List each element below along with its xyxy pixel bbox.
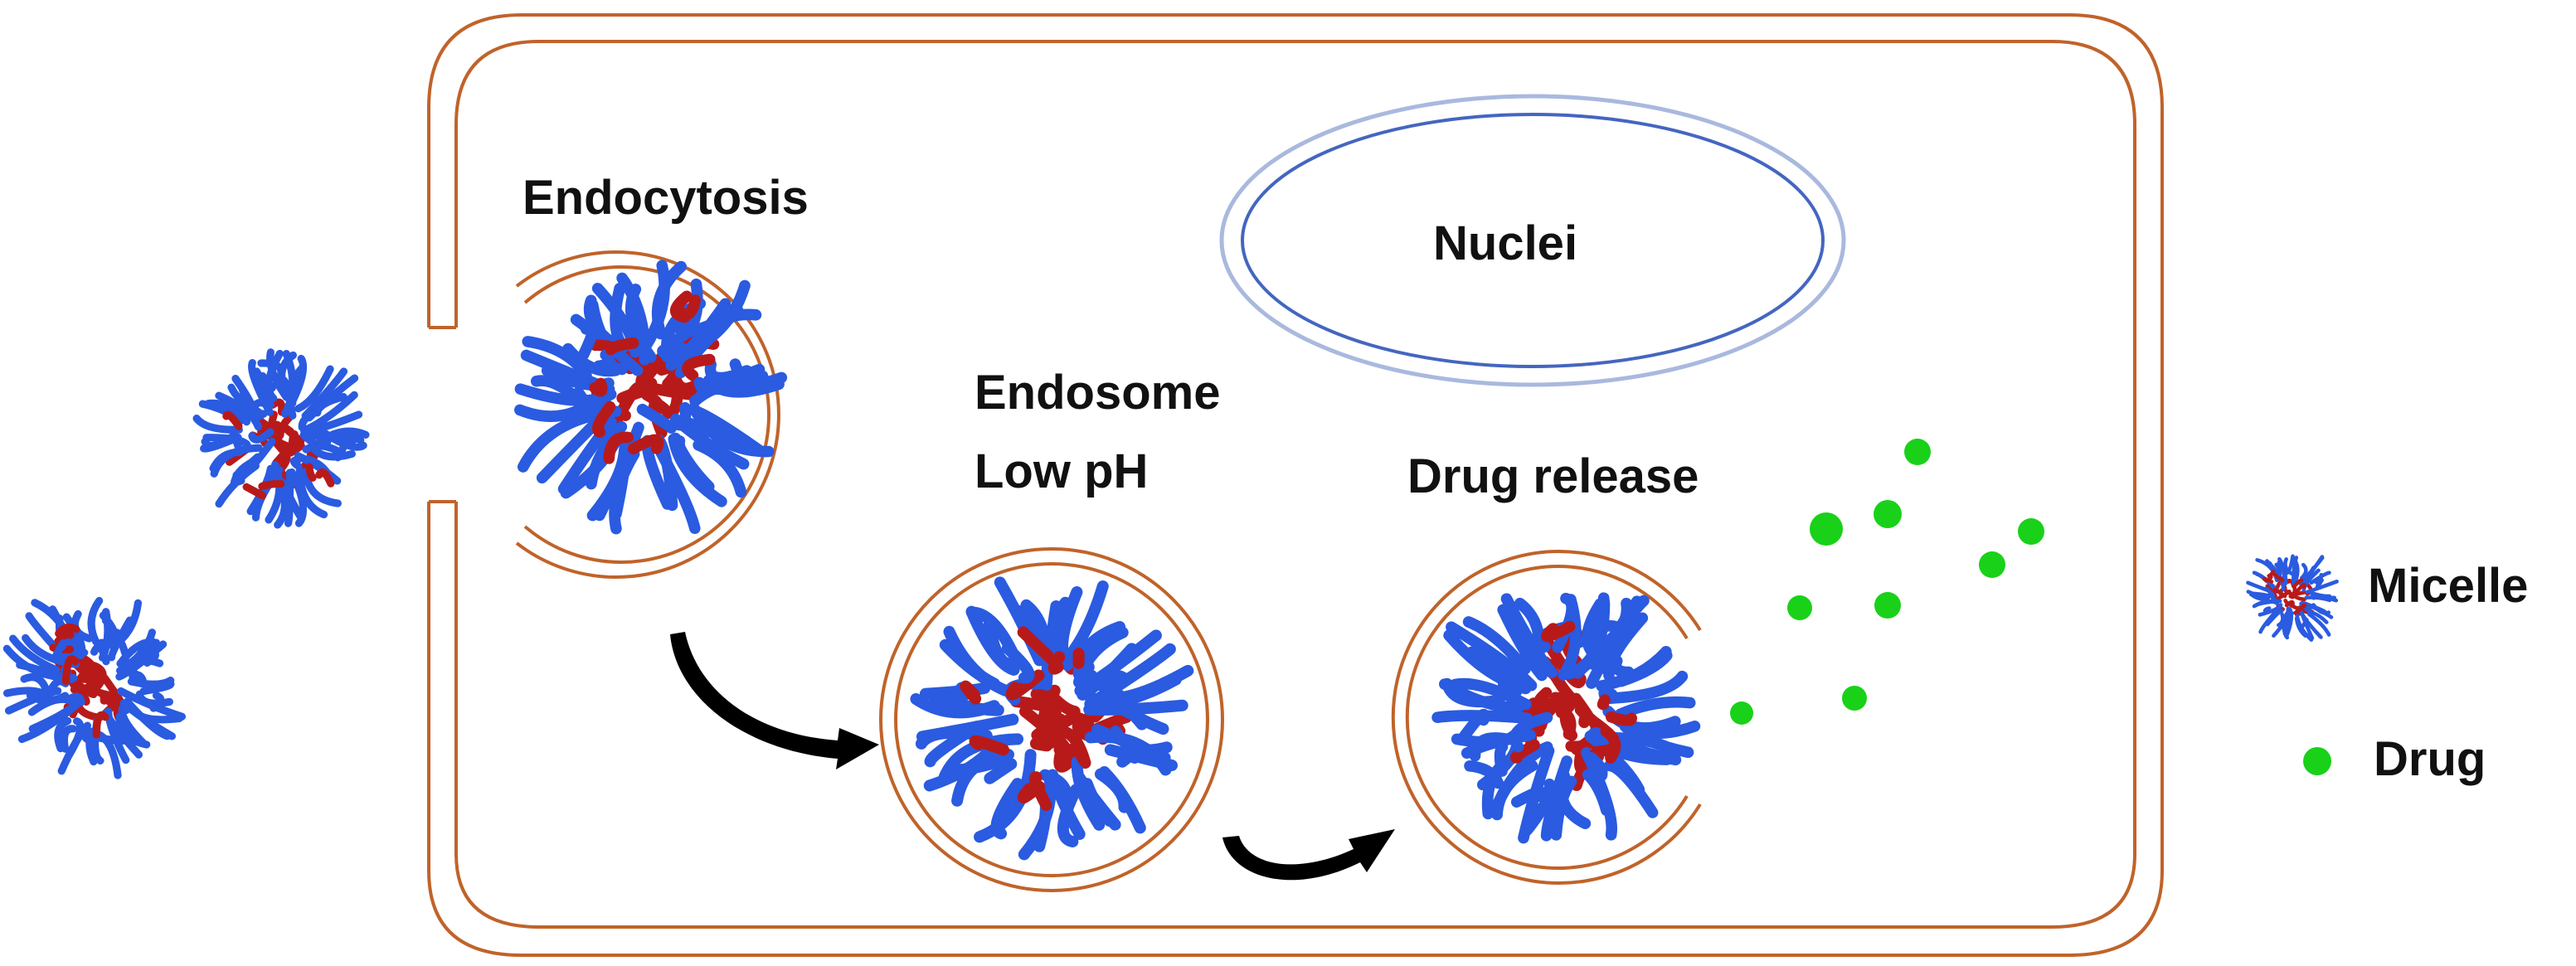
endocytic-vesicle-inner	[523, 265, 771, 564]
curved-arrow-icon	[670, 632, 879, 769]
drug-release-label: Drug release	[1407, 449, 1699, 503]
nucleus	[1219, 94, 1846, 387]
cell-membrane	[427, 13, 2164, 957]
micelle-endosome	[910, 576, 1194, 861]
micelle-drug-release	[1431, 592, 1701, 844]
drug-dot-icon	[1810, 512, 1843, 546]
endocytic-vesicle	[515, 250, 780, 579]
arrows	[670, 632, 1395, 881]
micelle-outside-lower	[2, 596, 186, 779]
endosome-label: Endosome	[975, 366, 1221, 420]
legend-drug-label: Drug	[2374, 732, 2486, 786]
endosome-vesicle-outer	[879, 547, 1224, 892]
drug-dot-icon	[1874, 500, 1902, 528]
cell-membrane-inner	[454, 40, 2136, 929]
legend-drug-icon	[2303, 747, 2331, 775]
nucleus-outer-membrane	[1219, 94, 1846, 387]
drug-dot-icon	[1904, 439, 1931, 465]
drug-dot-icon	[1874, 592, 1901, 619]
micelle-icon	[2246, 554, 2339, 642]
endocytosis-label: Endocytosis	[522, 171, 809, 225]
release-vesicle	[1391, 550, 1702, 885]
released-drugs	[1730, 439, 2044, 725]
drug-dot-icon	[1730, 701, 1753, 725]
drug-dot-icon	[1979, 551, 2005, 578]
nuclei-label: Nuclei	[1433, 216, 1577, 270]
drug-dot-icon	[1842, 686, 1867, 711]
legend-micelle-label: Micelle	[2368, 559, 2528, 613]
release-vesicle-outer	[1391, 550, 1702, 885]
endocytic-vesicle-outer	[515, 250, 780, 579]
drug-dot-icon	[2018, 518, 2044, 545]
nucleus-inner-membrane	[1241, 113, 1825, 368]
drug-dot-icon	[1787, 595, 1812, 620]
endosome-vesicle-inner	[894, 562, 1209, 877]
endosome-vesicle	[879, 547, 1224, 892]
legend	[2303, 747, 2331, 775]
release-vesicle-inner	[1405, 565, 1689, 870]
micelles	[2, 260, 2339, 861]
cell-membrane-outer	[427, 13, 2164, 957]
curved-arrow-icon	[1222, 829, 1395, 881]
micelle-outside-upper	[192, 348, 370, 529]
low-ph-label: Low pH	[975, 444, 1148, 498]
micelle-endocytosis	[514, 260, 788, 535]
